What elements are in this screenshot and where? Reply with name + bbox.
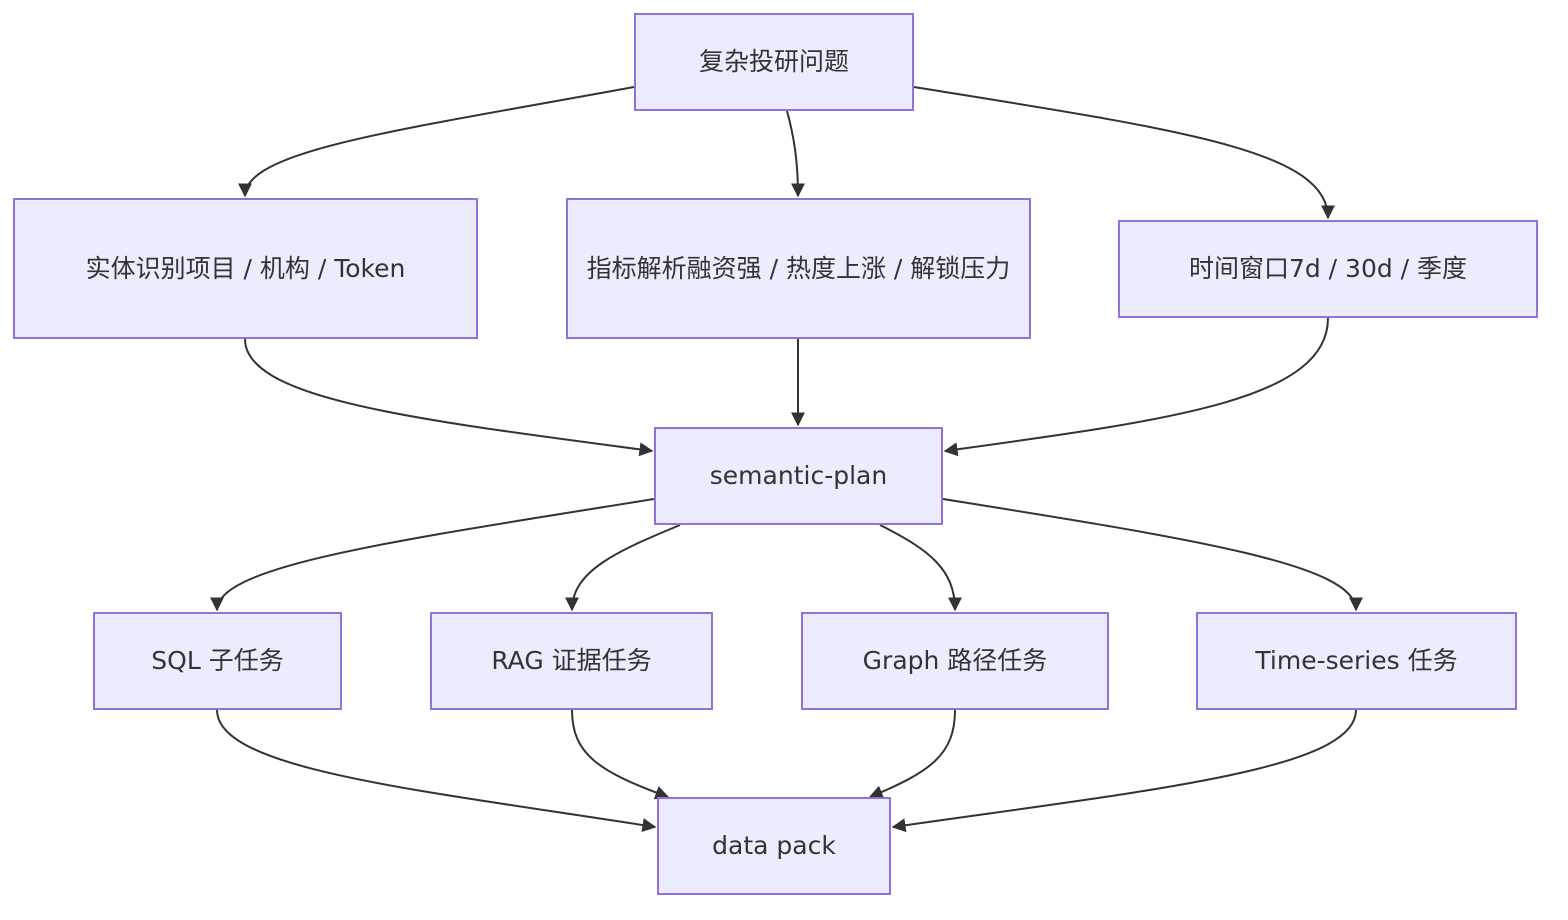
- edge-semantic-rag: [565, 524, 681, 612]
- edge-question-entity: [238, 86, 635, 198]
- edge-graph-datapack: [868, 709, 956, 799]
- node-entity-recognition: 实体识别项目 / 机构 / Token: [13, 198, 478, 339]
- node-sql-task: SQL 子任务: [93, 612, 342, 710]
- node-data-pack-label: data pack: [712, 831, 836, 860]
- node-timeseries-task: Time-series 任务: [1196, 612, 1517, 710]
- node-sql-task-label: SQL 子任务: [151, 646, 284, 675]
- node-question: 复杂投研问题: [634, 13, 914, 111]
- edge-entity-semantic: [244, 338, 654, 457]
- node-question-label: 复杂投研问题: [698, 47, 849, 76]
- node-entity-recognition-label: 实体识别项目 / 机构 / Token: [85, 253, 406, 283]
- node-rag-task: RAG 证据任务: [430, 612, 713, 710]
- node-data-pack: data pack: [657, 797, 891, 895]
- node-rag-task-label: RAG 证据任务: [491, 646, 652, 675]
- edge-sql-datapack: [216, 709, 657, 832]
- node-time-window-label: 时间窗口7d / 30d / 季度: [1188, 254, 1468, 283]
- node-graph-task-label: Graph 路径任务: [862, 646, 1048, 675]
- node-metric-parsing: 指标解析融资强 / 热度上涨 / 解锁压力: [566, 198, 1031, 339]
- node-semantic-plan: semantic-plan: [654, 427, 943, 525]
- edge-time-semantic: [943, 317, 1329, 457]
- node-semantic-plan-label: semantic-plan: [709, 461, 888, 490]
- node-timeseries-task-label: Time-series 任务: [1255, 646, 1458, 675]
- edge-question-time: [913, 86, 1335, 220]
- edge-question-metric: [786, 110, 805, 198]
- edge-rag-datapack: [571, 709, 670, 800]
- edge-semantic-timeseries: [942, 498, 1363, 612]
- edge-semantic-sql: [210, 498, 655, 612]
- node-metric-parsing-label: 指标解析融资强 / 热度上涨 / 解锁压力: [586, 253, 1011, 283]
- edge-timeseries-datapack: [891, 709, 1357, 833]
- node-time-window: 时间窗口7d / 30d / 季度: [1118, 220, 1538, 318]
- node-graph-task: Graph 路径任务: [801, 612, 1109, 710]
- edge-semantic-graph: [879, 524, 962, 612]
